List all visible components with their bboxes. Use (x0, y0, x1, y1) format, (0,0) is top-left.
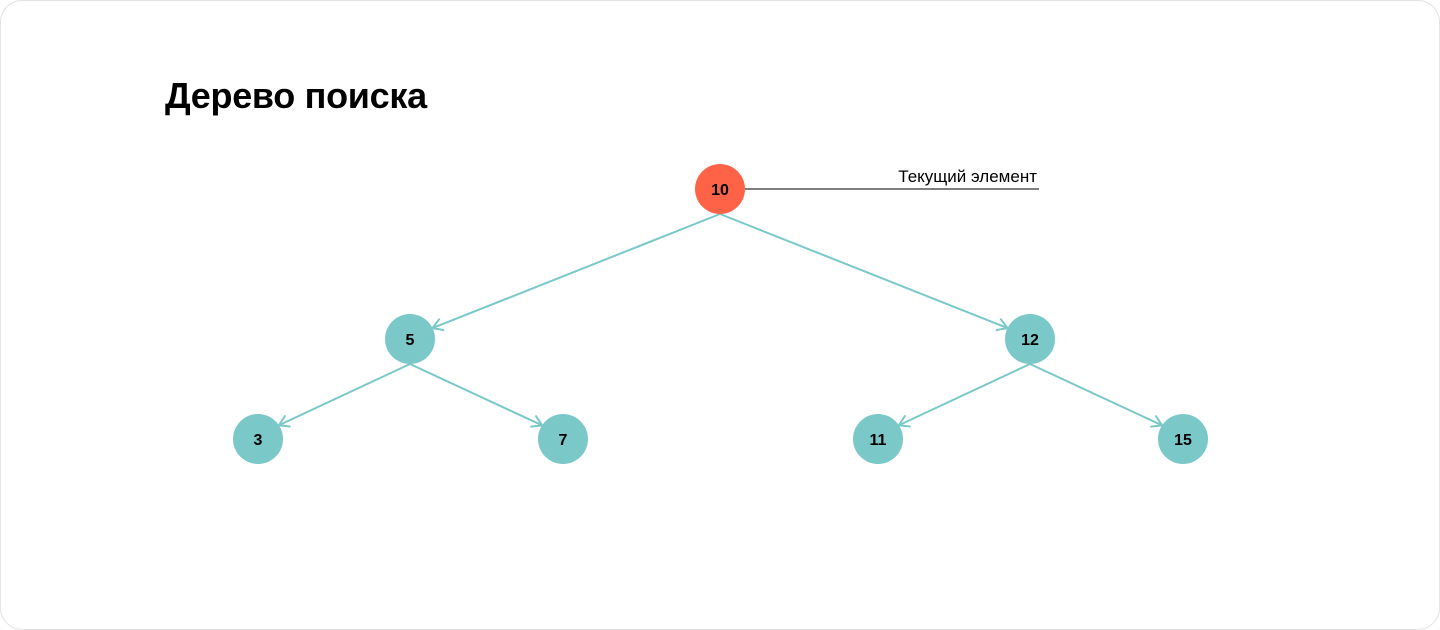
node-circle (233, 414, 283, 464)
edge-line (277, 363, 411, 427)
node-circle (538, 414, 588, 464)
tree-node-10: 10 (695, 164, 745, 214)
node-label: 3 (254, 432, 263, 449)
node-label: 11 (870, 432, 887, 449)
edge-line (1029, 363, 1164, 427)
tree-node-11: 11 (853, 414, 903, 464)
node-label: 7 (559, 432, 568, 449)
tree-edge-n12-n11 (897, 363, 1031, 428)
tree-node-5: 5 (385, 314, 435, 364)
node-label: 10 (711, 182, 729, 199)
tree-node-7: 7 (538, 414, 588, 464)
tree-nodes: 10 5 12 3 7 11 15 (233, 164, 1208, 464)
edge-line (897, 363, 1031, 427)
arrowhead-icon (897, 415, 911, 428)
tree-edge-n12-n15 (1029, 363, 1164, 428)
node-circle (1005, 314, 1055, 364)
node-label: 12 (1021, 332, 1039, 349)
tree-node-15: 15 (1158, 414, 1208, 464)
edge-line (409, 363, 544, 427)
edge-line (719, 213, 1009, 330)
node-circle (385, 314, 435, 364)
callout-label: Текущий элемент (898, 167, 1037, 186)
node-circle (1158, 414, 1208, 464)
current-node-circle (695, 164, 745, 214)
tree-edge-n5-n3 (277, 363, 411, 428)
tree-node-12: 12 (1005, 314, 1055, 364)
diagram-title: Дерево поиска (165, 75, 427, 116)
tree-edge-n5-n7 (409, 363, 544, 428)
tree-node-3: 3 (233, 414, 283, 464)
tree-edge-n10-n5 (431, 213, 721, 331)
edge-line (431, 213, 721, 330)
node-circle (853, 414, 903, 464)
arrowhead-icon (277, 415, 291, 428)
node-label: 5 (406, 332, 415, 349)
current-element-callout: Текущий элемент (745, 167, 1039, 190)
tree-edge-n10-n12 (719, 213, 1009, 331)
node-label: 15 (1174, 432, 1192, 449)
tree-edges (277, 213, 1164, 428)
